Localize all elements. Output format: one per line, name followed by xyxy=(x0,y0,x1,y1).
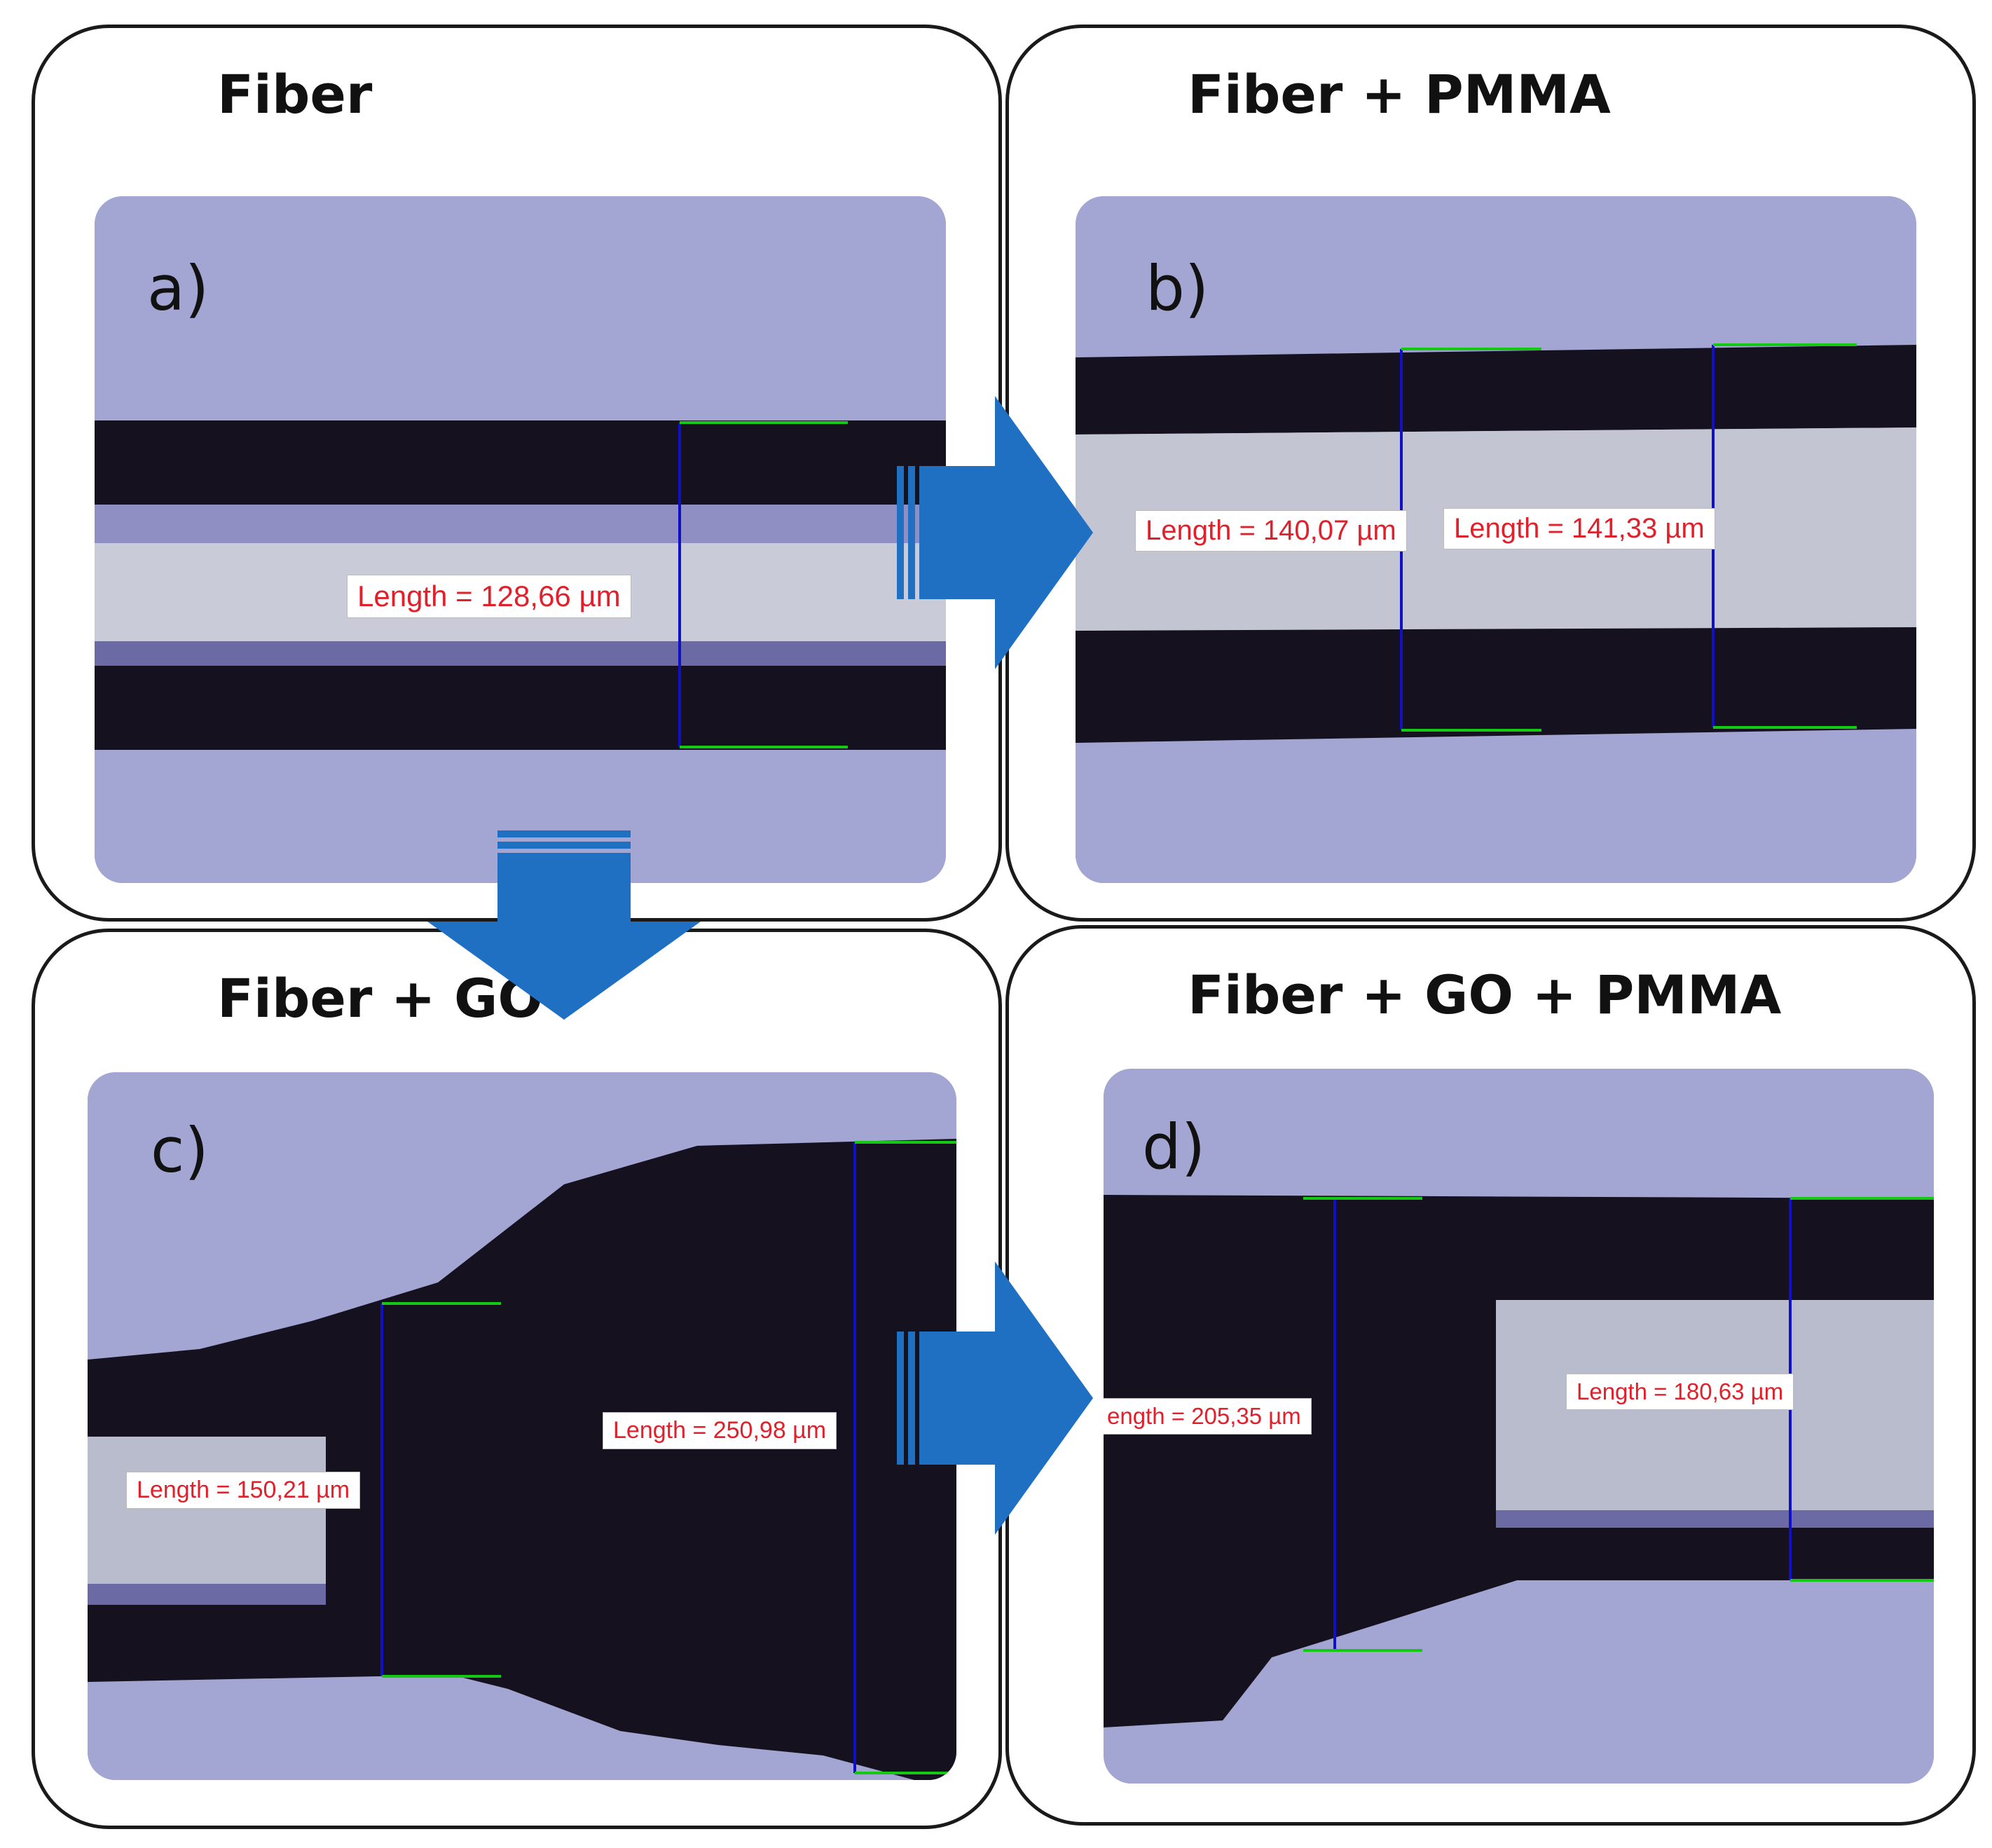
right-arrow-shape xyxy=(897,396,1093,669)
panel-title: Fiber + PMMA xyxy=(1188,63,1611,125)
right-arrow-shape xyxy=(897,1261,1093,1535)
panel-letter: c) xyxy=(151,1114,209,1186)
measure-label: Length = 150,21 µm xyxy=(126,1472,361,1509)
panel-d: Fiber + GO + PMMA d) ength = 205,35 µm L… xyxy=(1005,925,1976,1826)
measure-label: Length = 128,66 µm xyxy=(347,575,631,618)
fiber-image xyxy=(95,196,946,883)
micrograph-a: a) Length = 128,66 µm xyxy=(95,196,946,883)
down-arrow-shape xyxy=(427,830,701,1020)
panel-title: Fiber xyxy=(217,63,373,125)
measure-label: Length = 140,07 µm xyxy=(1135,510,1407,552)
panel-c: Fiber + GO c) Length = 150,21 µm Length … xyxy=(32,929,1002,1829)
right-arrow-icon xyxy=(897,1261,1093,1535)
right-arrow-icon xyxy=(897,396,1093,669)
panel-title: Fiber + GO + PMMA xyxy=(1188,964,1782,1026)
measure-label: ength = 205,35 µm xyxy=(1104,1398,1312,1435)
measure-label: Length = 141,33 µm xyxy=(1443,508,1715,549)
measure-label: Length = 250,98 µm xyxy=(603,1412,837,1449)
measure-label: Length = 180,63 µm xyxy=(1566,1374,1794,1410)
micrograph-d: d) ength = 205,35 µm Length = 180,63 µm xyxy=(1104,1069,1934,1784)
panel-letter: a) xyxy=(147,252,209,324)
micrograph-b: b) Length = 140,07 µm Length = 141,33 µm xyxy=(1076,196,1916,883)
panel-a: Fiber a) Length = 128,66 µm xyxy=(32,25,1002,922)
down-arrow-icon xyxy=(427,830,701,1020)
micrograph-c: c) Length = 150,21 µm Length = 250,98 µm xyxy=(88,1072,956,1780)
panel-b: Fiber + PMMA b) Length = 140,07 µm Lengt… xyxy=(1005,25,1976,922)
panel-letter: d) xyxy=(1142,1111,1206,1183)
panel-letter: b) xyxy=(1146,252,1209,324)
panel-title: Fiber + GO xyxy=(217,967,543,1029)
